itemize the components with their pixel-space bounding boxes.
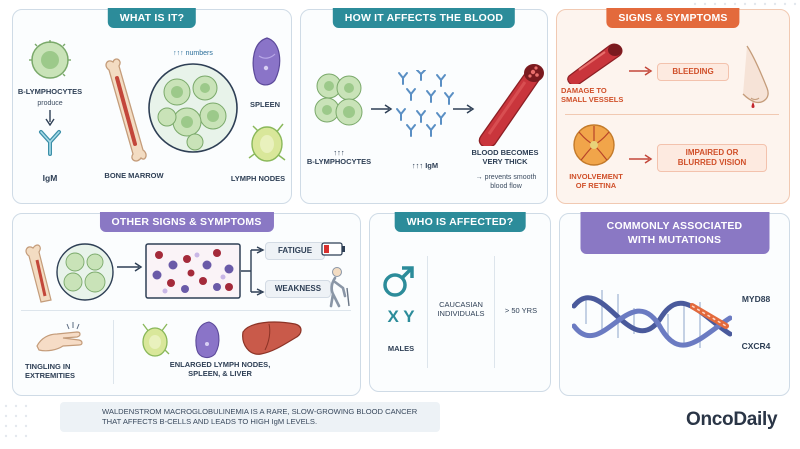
panel-title-signs: SIGNS & SYMPTOMS: [606, 8, 740, 28]
retina-eye-icon: [573, 124, 615, 166]
badge-bleeding: BLEEDING: [657, 63, 729, 81]
b-lymphocyte-cluster-icon: [314, 73, 363, 126]
nose-bleed-icon: [742, 45, 769, 108]
label-bone-marrow: BONE MARROW: [104, 171, 164, 180]
thick-blood-vessel-icon: [478, 64, 544, 146]
label-tingling: TINGLING IN EXTREMITIES: [25, 362, 76, 381]
damaged-vessel-icon: [567, 43, 623, 84]
bone-marrow-icon: [25, 243, 114, 303]
arrow-right-icon: [629, 66, 653, 76]
lymph-node-icon: [248, 123, 286, 162]
panel-what-is-it: WHAT IS IT? B-LYMPHOCYTES produce IgM BO…: [12, 8, 292, 204]
label-igm: IgM: [42, 173, 58, 183]
label-xy-chromosomes: X Y: [387, 307, 415, 326]
panel-other-signs: OTHER SIGNS & SYMPTOMS FATIGUE WEAKNESS: [12, 212, 361, 396]
divider: [427, 256, 428, 368]
footer-summary: WALDENSTROM MACROGLOBULINEMIA IS A RARE,…: [60, 402, 440, 432]
label-prevents-flow: → prevents smooth blood flow: [475, 174, 537, 190]
male-symbol-icon: [383, 266, 414, 297]
label-numbers: ↑↑↑ numbers: [173, 50, 213, 57]
label-age: > 50 YRS: [504, 306, 538, 315]
panel-title-what-is-it: WHAT IS IT?: [107, 8, 197, 28]
b-lymphocyte-cell-icon: [29, 40, 71, 79]
label-enlarged-organs: ENLARGED LYMPH NODES, SPLEEN, & LIVER: [169, 360, 271, 379]
label-caucasian: CAUCASIAN INDIVIDUALS: [437, 300, 485, 319]
lymph-node-icon: [142, 323, 170, 357]
spleen-icon: [195, 321, 220, 359]
label-blood-thick: BLOOD BECOMES VERY THICK: [471, 148, 539, 167]
label-males: MALES: [387, 344, 415, 353]
panel-who-affected: WHO IS AFFECTED? X Y MALES CAUCASIAN IND…: [369, 212, 551, 392]
spleen-icon: [252, 37, 281, 86]
arrow-right-icon: [371, 104, 393, 114]
blood-cells-box: [145, 243, 241, 299]
label-b-lymphocytes-increase: ↑↑↑ B-LYMPHOCYTES: [306, 148, 372, 167]
badge-fatigue: FATIGUE: [265, 242, 325, 260]
arrow-right-icon: [117, 262, 143, 272]
bone-marrow-magnified-cells: [148, 63, 238, 153]
label-igm-increase: ↑↑↑ IgM: [411, 161, 439, 170]
igm-antibody-icon: [39, 130, 61, 156]
divider: [21, 310, 351, 311]
label-cxcr4: CXCR4: [741, 341, 771, 351]
label-lymph-nodes: LYMPH NODES: [230, 174, 286, 183]
liver-icon: [242, 321, 302, 355]
mutation-segment-icon: [690, 303, 729, 329]
badge-impaired-vision: IMPAIRED OR BLURRED VISION: [657, 144, 767, 172]
panel-signs: SIGNS & SYMPTOMS DAMAGE TO SMALL VESSELS…: [556, 8, 790, 204]
divider: [565, 114, 779, 115]
panel-title-other-signs: OTHER SIGNS & SYMPTOMS: [99, 212, 274, 232]
panel-title-blood: HOW IT AFFECTS THE BLOOD: [332, 8, 516, 28]
label-spleen: SPLEEN: [249, 100, 280, 109]
panel-title-mutations: COMMONLY ASSOCIATED WITH MUTATIONS: [580, 212, 769, 255]
oncodaily-logo: OncoDaily: [686, 409, 778, 430]
label-involvement-retina: INVOLVEMENT OF RETINA: [569, 172, 623, 191]
arrow-right-icon: [629, 154, 653, 164]
panel-blood: HOW IT AFFECTS THE BLOOD ↑↑↑ B-LYMPHOCYT…: [300, 8, 548, 204]
label-damage-small-vessels: DAMAGE TO SMALL VESSELS: [561, 86, 624, 105]
low-battery-icon: [321, 242, 345, 256]
label-b-lymphocytes: B-LYMPHOCYTES: [17, 87, 83, 96]
panel-mutations: COMMONLY ASSOCIATED WITH MUTATIONS MYD88…: [559, 212, 790, 396]
arrow-down-icon: [45, 110, 55, 126]
tingling-hand-icon: [36, 322, 83, 352]
decor-dots-top-right: [693, 2, 797, 6]
bone-icon: [105, 58, 147, 162]
igm-antibodies-icon: [396, 70, 454, 137]
bracket-icon: [241, 246, 265, 296]
badge-weakness: WEAKNESS: [265, 280, 331, 298]
panel-title-who-affected: WHO IS AFFECTED?: [394, 212, 526, 232]
arrow-right-icon: [453, 104, 475, 114]
label-produce: produce: [37, 100, 63, 107]
divider: [494, 256, 495, 368]
divider: [113, 320, 114, 384]
label-myd88: MYD88: [741, 294, 771, 304]
weak-person-icon: [329, 267, 350, 308]
decor-dots-bottom-left: [4, 404, 28, 438]
